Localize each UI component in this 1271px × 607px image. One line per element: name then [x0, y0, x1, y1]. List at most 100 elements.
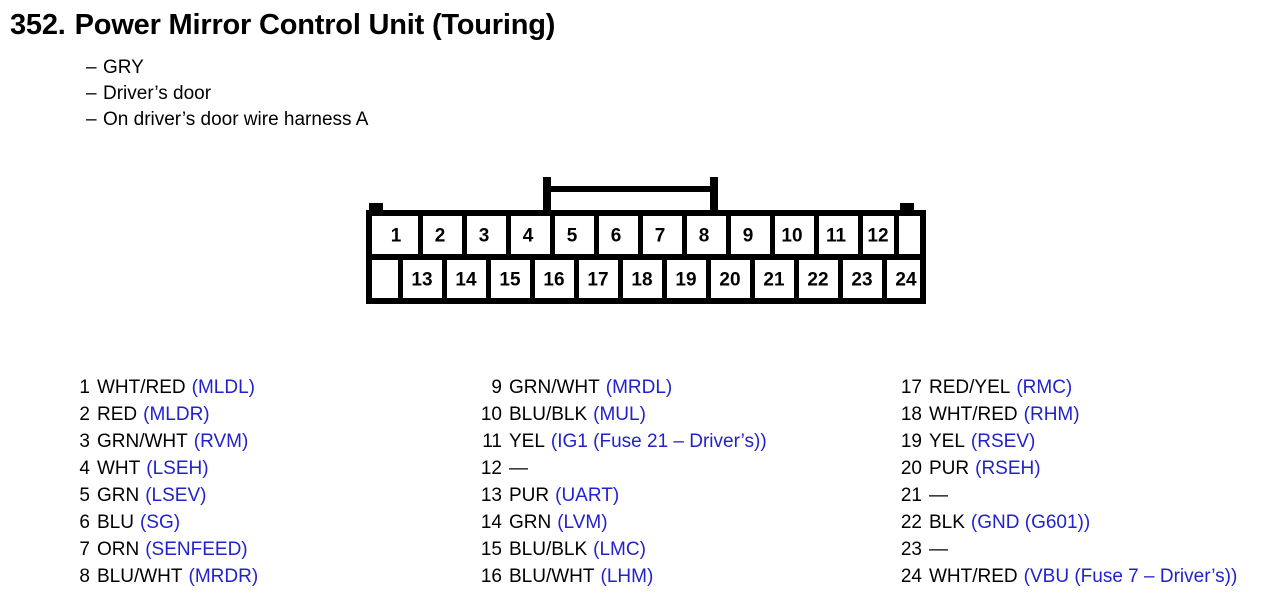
- pin-number-label: 2: [79, 404, 90, 425]
- pin-number-label: 13: [480, 485, 502, 506]
- pin-number: 17: [587, 270, 608, 291]
- pin-number: 3: [479, 226, 490, 247]
- pin-number-label: 1: [79, 377, 90, 398]
- circuit-code-label: (RSEH): [975, 458, 1041, 479]
- circuit-code-label: (SG): [139, 512, 181, 533]
- pin-number: 23: [851, 270, 872, 291]
- bottom-row-pin-numbers: 13 14 15 16 17 18 19 20 21 22 23 24: [411, 270, 917, 291]
- wire-color-label: —: [929, 485, 948, 506]
- pin-number-label: 5: [79, 485, 90, 506]
- circuit-code-label: (LMC): [593, 539, 646, 560]
- top-row-pin-numbers: 1 2 3 4 5 6 7 8 9 10 11 12: [391, 226, 889, 247]
- pin-number-label: 14: [480, 512, 502, 533]
- pin-number: 1: [391, 226, 402, 247]
- circuit-code-label: (RSEV): [970, 431, 1036, 452]
- pin-number: 15: [499, 270, 521, 291]
- pin-number-label: 12: [480, 458, 502, 479]
- connector-shell: [366, 203, 926, 304]
- connector-diagram: 1 2 3 4 5 6 7 8 9 10 11 12: [363, 172, 929, 307]
- pin-number: 6: [611, 226, 622, 247]
- pin-number: 21: [763, 270, 785, 291]
- pin-number-label: 4: [79, 458, 90, 479]
- wire-color-label: —: [509, 458, 528, 479]
- wire-color-label: RED/YEL: [929, 377, 1011, 398]
- wire-color-label: YEL: [509, 431, 545, 452]
- page-title: 352.Power Mirror Control Unit (Touring): [10, 9, 555, 42]
- pin-list-item: 12 —: [478, 455, 767, 482]
- wire-color-label: GRN: [97, 485, 140, 506]
- pin-number: 11: [826, 226, 847, 247]
- attribute-text: GRY: [103, 57, 144, 78]
- pin-number-label: 23: [900, 539, 922, 560]
- wire-color-label: PUR: [929, 458, 970, 479]
- pin-number-label: 18: [900, 404, 922, 425]
- pin-number: 16: [543, 270, 564, 291]
- title-text: Power Mirror Control Unit (Touring): [74, 9, 556, 41]
- pin-number: 22: [807, 270, 828, 291]
- circuit-code-label: (MLDR): [143, 404, 210, 425]
- dash-bullet: –: [86, 109, 97, 130]
- wire-color-label: BLU/WHT: [97, 566, 183, 587]
- pin-number-label: 7: [79, 539, 90, 560]
- pin-number: 5: [567, 226, 578, 247]
- pin-list-item: 14 GRN(LVM): [478, 509, 767, 536]
- circuit-code-label: (LSEH): [146, 458, 209, 479]
- wire-color-label: RED: [97, 404, 138, 425]
- pin-number: 4: [523, 226, 534, 247]
- wire-color-label: BLU/WHT: [509, 566, 595, 587]
- wire-color-label: BLU: [97, 512, 134, 533]
- list-item: –GRY: [86, 55, 368, 81]
- attribute-text: Driver’s door: [103, 83, 212, 104]
- pin-number-label: 8: [79, 566, 90, 587]
- pin-number: 20: [719, 270, 740, 291]
- circuit-code-label: (RVM): [193, 431, 249, 452]
- pin-list-item: 5 GRN(LSEV): [66, 482, 258, 509]
- connector-bottom-row: [398, 260, 887, 298]
- pin-list-item: 19 YEL(RSEV): [898, 428, 1237, 455]
- wire-color-label: GRN/WHT: [509, 377, 600, 398]
- circuit-code-label: (LSEV): [145, 485, 207, 506]
- circuit-code-label: (RMC): [1016, 377, 1073, 398]
- wire-color-label: YEL: [929, 431, 965, 452]
- pin-list-item: 23—: [898, 536, 1237, 563]
- pin-number: 24: [895, 270, 917, 291]
- wire-color-label: GRN: [509, 512, 552, 533]
- dash-bullet: –: [86, 57, 97, 78]
- pin-number-label: 6: [79, 512, 90, 533]
- pin-number: 14: [455, 270, 477, 291]
- pin-number-label: 24: [900, 566, 922, 587]
- pin-number-label: 10: [480, 404, 502, 425]
- pin-number-label: 17: [900, 377, 922, 398]
- circuit-code-label: (LVM): [557, 512, 608, 533]
- pin-number: 10: [781, 226, 802, 247]
- pin-number-label: 19: [900, 431, 922, 452]
- pin-list-item: 21 —: [898, 482, 1237, 509]
- circuit-code-label: (LHM): [600, 566, 654, 587]
- wire-color-label: WHT/RED: [97, 377, 186, 398]
- pin-number-label: 21: [900, 485, 922, 506]
- pin-number-label: 3: [79, 431, 90, 452]
- pin-number: 8: [699, 226, 710, 247]
- pin-number: 18: [631, 270, 652, 291]
- pin-number-label: 20: [900, 458, 922, 479]
- pin-number: 9: [743, 226, 754, 247]
- pin-number: 13: [411, 270, 432, 291]
- dash-bullet: –: [86, 83, 97, 104]
- pin-number: 12: [867, 226, 888, 247]
- pin-list-item: 17 RED/YEL(RMC): [898, 374, 1237, 401]
- pin-list-item: 20 PUR(RSEH): [898, 455, 1237, 482]
- circuit-code-label: (GND (G601)): [970, 512, 1091, 533]
- pin-list-item: 2 RED(MLDR): [66, 401, 258, 428]
- pin-number: 2: [435, 226, 446, 247]
- attribute-text: On driver’s door wire harness A: [103, 109, 369, 130]
